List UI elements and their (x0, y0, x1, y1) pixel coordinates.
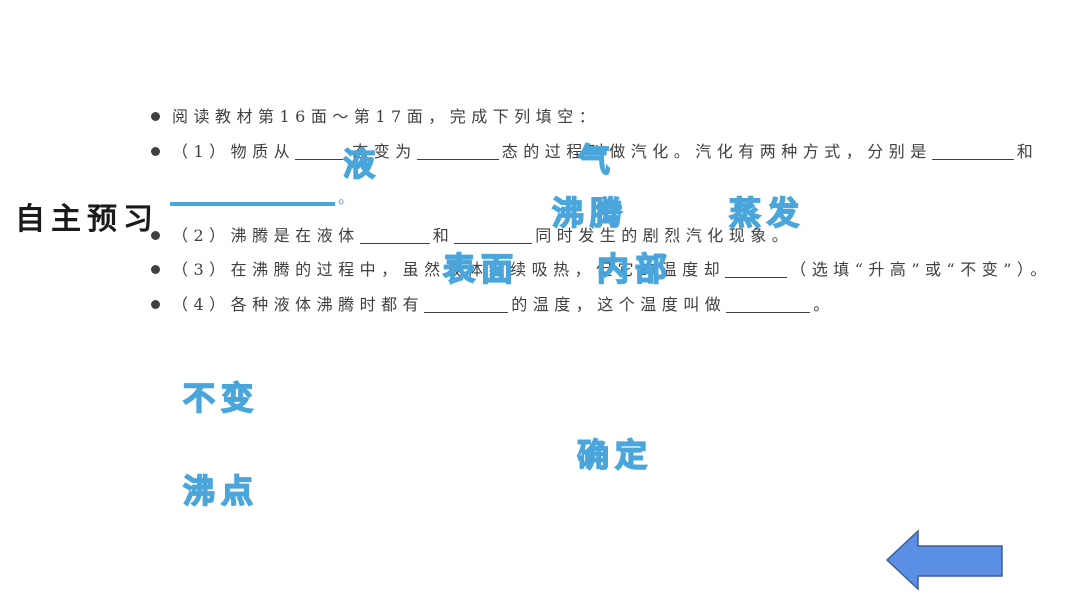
answer-surface: 表面 (442, 250, 520, 288)
question-2-text: 同时发生的剧烈汽化现象。 (535, 226, 794, 245)
answer-interior: 内部 (596, 250, 674, 288)
left-arrow-icon (885, 529, 1003, 591)
answer-blank (725, 261, 788, 278)
answer-boiling: 沸腾 (551, 194, 629, 232)
question-2-text: （2）沸腾是在液体 (172, 226, 360, 245)
question-4: （4）各种液体沸腾时都有 的温度，这个温度叫做 。 (172, 294, 835, 316)
answer-boiling-point: 沸点 (182, 472, 260, 510)
answer-blank (424, 296, 509, 313)
answer-blank (416, 143, 499, 160)
bullet-icon (151, 300, 160, 309)
bullet-icon (151, 112, 160, 121)
answer-blank (359, 227, 430, 244)
question-1-text: 态的过程叫做汽化。汽化有两种方式，分别是 (501, 142, 932, 161)
answer-gas: 气 (577, 141, 617, 179)
answer-definite: 确定 (576, 436, 654, 474)
question-1-text: （1）物质从 (172, 142, 296, 161)
question-1: （1）物质从 态变为 态的过程叫做汽化。汽化有两种方式，分别是 和 (172, 141, 1038, 163)
intro-line: 阅读教材第16面～第17面，完成下列填空： (172, 107, 601, 126)
question-2-text: 和 (432, 226, 455, 245)
question-1-text: 态变为 (352, 142, 417, 161)
bullet-icon (151, 147, 160, 156)
answer-blank (454, 227, 533, 244)
question-1-end: 。 (338, 188, 360, 207)
question-3-text: （选填“升高”或“不变”）。 (790, 260, 1052, 279)
back-button[interactable] (884, 528, 1006, 592)
question-4-text: 的温度，这个温度叫做 (511, 295, 727, 314)
answer-unchanged: 不变 (182, 379, 260, 417)
question-1-continuation: 。 (170, 187, 360, 209)
bullet-icon (151, 265, 160, 274)
question-1-text: 和 (1016, 142, 1039, 161)
answer-liquid: 液 (342, 145, 382, 183)
slide-title: 自主预习 (15, 202, 159, 237)
answer-blank (726, 296, 811, 313)
bullet-icon (151, 231, 160, 240)
answer-evaporation: 蒸发 (728, 194, 806, 232)
answer-blank (931, 143, 1014, 160)
question-3-text: （3）在沸腾的过程中，虽然液体继续吸热，但它的温度却 (172, 260, 726, 279)
question-4-text: （4）各种液体沸腾时都有 (172, 295, 425, 314)
question-2: （2）沸腾是在液体 和 同时发生的剧烈汽化现象。 (172, 225, 793, 247)
answer-blank (170, 188, 335, 206)
question-4-text: 。 (813, 295, 835, 314)
answer-blank (295, 143, 350, 160)
question-3: （3）在沸腾的过程中，虽然液体继续吸热，但它的温度却 （选填“升高”或“不变”）。 (172, 259, 1052, 281)
